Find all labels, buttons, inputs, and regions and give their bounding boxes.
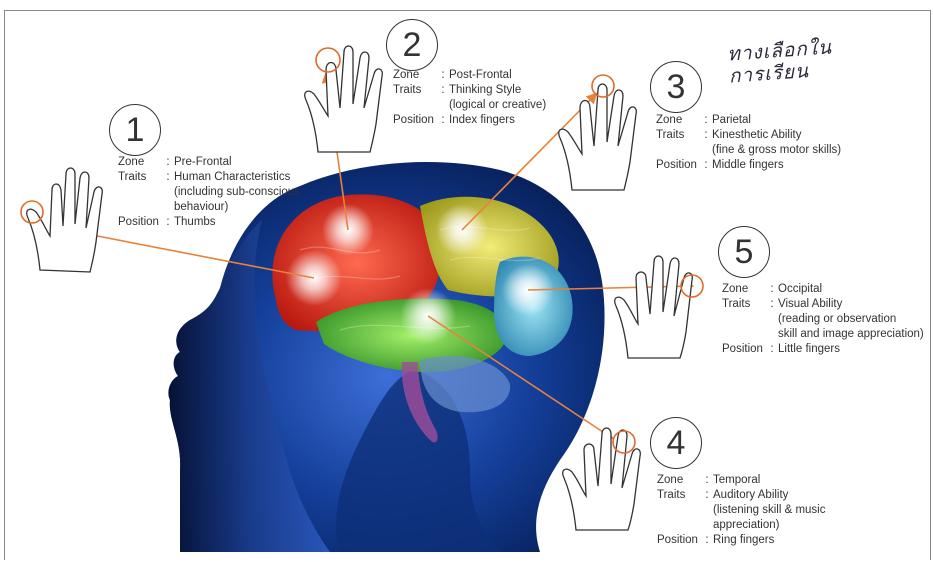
traits-value: Human Characteristics bbox=[174, 170, 300, 185]
position-label: Position bbox=[722, 342, 766, 357]
position-value: Little fingers bbox=[778, 342, 840, 357]
zone-number-3: 3 bbox=[650, 61, 702, 113]
traits-value: Visual Ability bbox=[778, 297, 924, 312]
hand-icon-4 bbox=[563, 428, 641, 530]
traits-detail: appreciation) bbox=[713, 518, 825, 533]
position-value: Thumbs bbox=[174, 215, 216, 230]
traits-detail: (listening skill & music bbox=[713, 503, 825, 518]
traits-detail: (including sub-conscious bbox=[174, 185, 300, 200]
traits-label: Traits bbox=[118, 170, 162, 215]
hand-icon-2 bbox=[305, 46, 383, 152]
position-value: Index fingers bbox=[449, 113, 515, 128]
zone-info-4: Zone:Temporal Traits:Auditory Ability(li… bbox=[657, 473, 825, 548]
zone-value: Occipital bbox=[778, 282, 822, 297]
zone-value: Pre-Frontal bbox=[174, 155, 232, 170]
zone-label: Zone bbox=[118, 155, 162, 170]
zone-info-1: Zone:Pre-Frontal Traits:Human Characteri… bbox=[118, 155, 300, 230]
position-label: Position bbox=[656, 158, 700, 173]
position-label: Position bbox=[118, 215, 162, 230]
traits-label: Traits bbox=[393, 83, 437, 113]
zone-value: Parietal bbox=[712, 113, 751, 128]
traits-detail: (logical or creative) bbox=[449, 98, 546, 113]
zone-label: Zone bbox=[656, 113, 700, 128]
hand-icon-5 bbox=[615, 256, 703, 358]
zone-info-3: Zone:Parietal Traits:Kinesthetic Ability… bbox=[656, 113, 841, 173]
hand-icon-3 bbox=[559, 75, 637, 190]
position-value: Middle fingers bbox=[712, 158, 784, 173]
traits-value: Auditory Ability bbox=[713, 488, 825, 503]
traits-label: Traits bbox=[656, 128, 700, 158]
traits-detail: behaviour) bbox=[174, 200, 300, 215]
traits-value: Thinking Style bbox=[449, 83, 546, 98]
traits-label: Traits bbox=[722, 297, 766, 342]
zone-info-2: Zone:Post-Frontal Traits:Thinking Style(… bbox=[393, 68, 546, 128]
zone-number-5: 5 bbox=[718, 226, 770, 278]
zone-label: Zone bbox=[657, 473, 701, 488]
hand-icon-1 bbox=[21, 168, 102, 272]
zone-number-4: 4 bbox=[650, 417, 702, 469]
zone-value: Post-Frontal bbox=[449, 68, 512, 83]
zone-label: Zone bbox=[393, 68, 437, 83]
position-value: Ring fingers bbox=[713, 533, 774, 548]
zone-number-1: 1 bbox=[109, 104, 161, 156]
traits-detail: skill and image appreciation) bbox=[778, 327, 924, 342]
traits-detail: (reading or observation bbox=[778, 312, 924, 327]
position-label: Position bbox=[393, 113, 437, 128]
traits-value: Kinesthetic Ability bbox=[712, 128, 841, 143]
zone-label: Zone bbox=[722, 282, 766, 297]
handwritten-note: ทางเลือกใน การเรียน bbox=[727, 36, 835, 87]
traits-label: Traits bbox=[657, 488, 701, 533]
zone-number-2: 2 bbox=[386, 19, 438, 71]
traits-detail: (fine & gross motor skills) bbox=[712, 143, 841, 158]
position-label: Position bbox=[657, 533, 701, 548]
zone-value: Temporal bbox=[713, 473, 760, 488]
zone-info-5: Zone:Occipital Traits:Visual Ability(rea… bbox=[722, 282, 924, 357]
